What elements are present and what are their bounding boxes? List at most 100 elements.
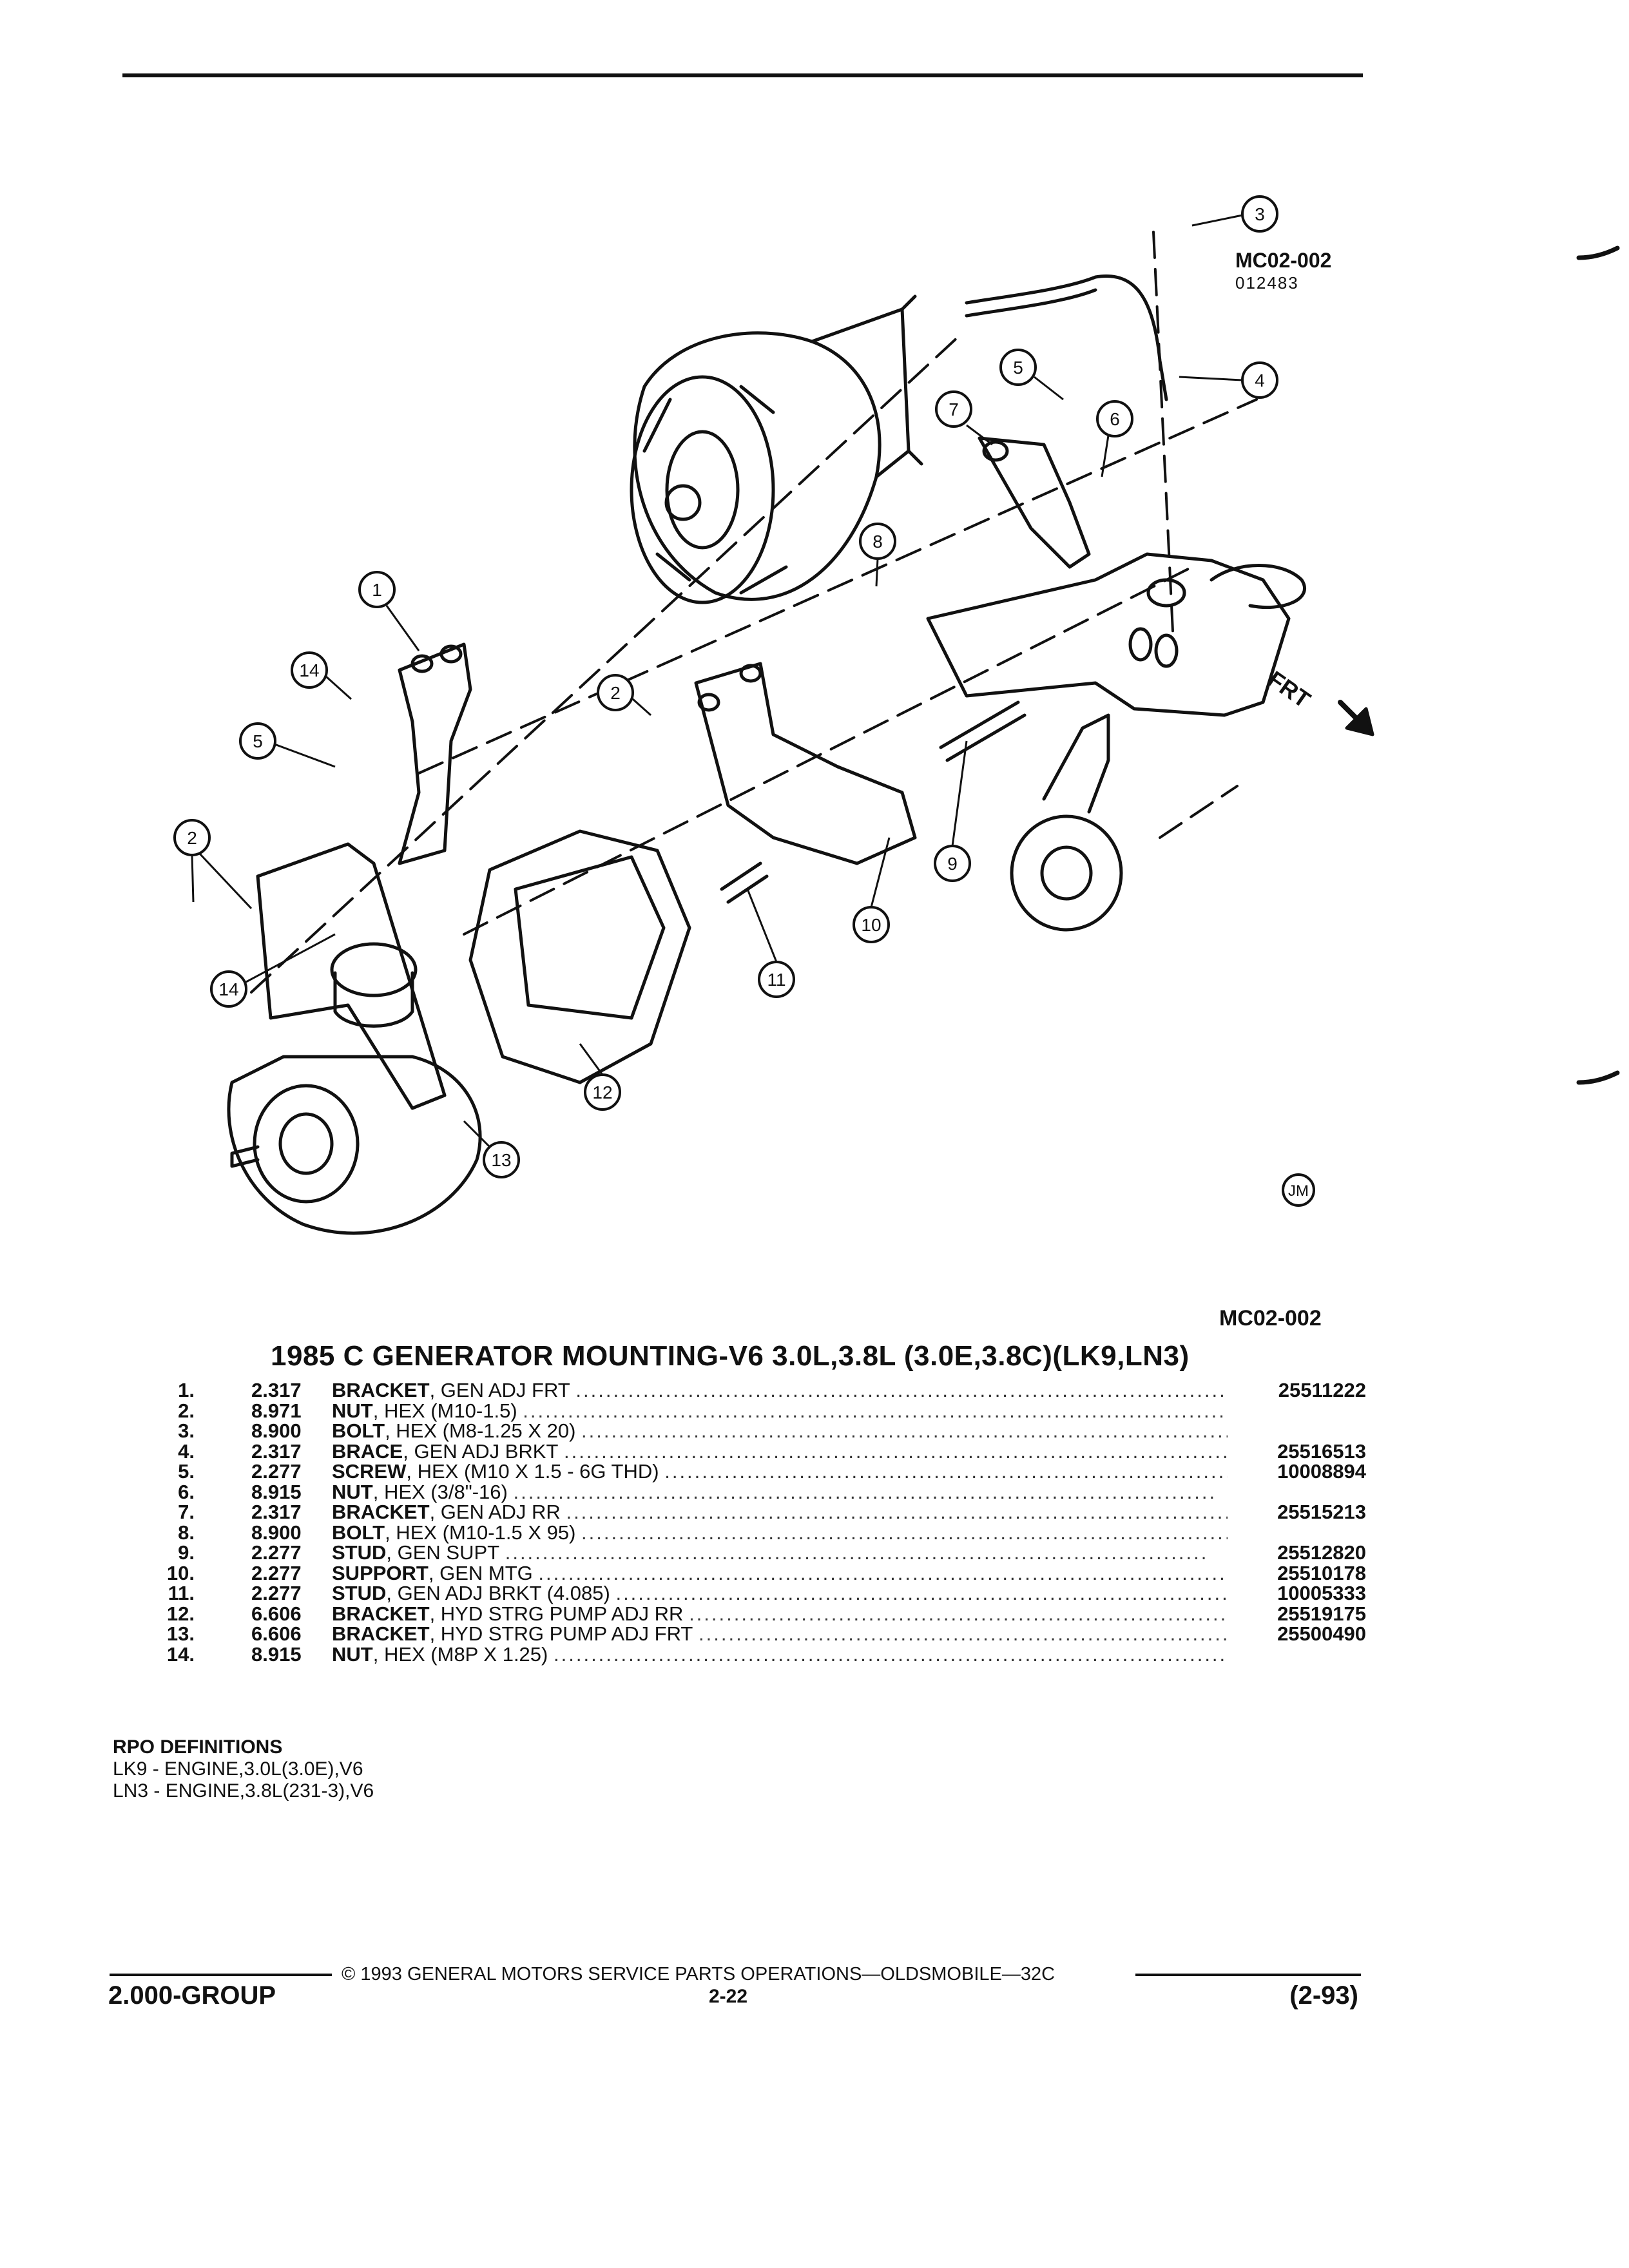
item-description: STUD, GEN SUPT .........................…: [332, 1541, 1209, 1564]
rpo-definitions: RPO DEFINITIONS LK9 - ENGINE,3.0L(3.0E),…: [113, 1736, 374, 1802]
callout-text: 2: [610, 683, 621, 703]
group-number: 2.277: [251, 1541, 302, 1564]
item-number: 1.: [178, 1379, 195, 1401]
item-description: BOLT, HEX (M10-1.5 X 95) ...............…: [332, 1521, 1228, 1544]
part-number: 25519175: [1277, 1602, 1366, 1625]
item-number: 13.: [166, 1622, 195, 1645]
item-detail: , HYD STRG PUMP ADJ RR: [429, 1602, 684, 1625]
item-description: BRACE, GEN ADJ BRKT ....................…: [332, 1439, 1228, 1463]
item-name: STUD: [332, 1582, 387, 1604]
item-detail: , HEX (3/8"-16): [372, 1480, 508, 1503]
callout-14: [291, 651, 328, 689]
parts-row: 4. 2.317 BRACE, GEN ADJ BRKT ...........…: [122, 1439, 1366, 1463]
figure-code: MC02-002: [1219, 1306, 1322, 1331]
part-number: 25500490: [1277, 1622, 1366, 1645]
item-name: BRACE: [332, 1439, 403, 1463]
item-description: NUT, HEX (M10-1.5) .....................…: [332, 1399, 1226, 1422]
parts-row: 8. 8.900 BOLT, HEX (M10-1.5 X 95) ......…: [122, 1521, 1366, 1544]
front-bracket-drawing: [398, 642, 472, 865]
group-number: 2.317: [251, 1379, 302, 1401]
callout-text: 14: [299, 660, 319, 680]
item-description: BRACKET, GEN ADJ FRT ...................…: [332, 1379, 1228, 1401]
item-description: SCREW, HEX (M10 X 1.5 - 6G THD) ........…: [332, 1460, 1228, 1483]
item-description: BOLT, HEX (M8-1.25 X 20) ...............…: [332, 1419, 1228, 1442]
item-name: BRACKET: [332, 1622, 430, 1645]
parts-row: 11. 2.277 STUD, GEN ADJ BRKT (4.085) ...…: [122, 1582, 1366, 1604]
page-number: 2-22: [709, 1986, 748, 2007]
top-rule: [122, 73, 1363, 77]
callout-text: 13: [491, 1150, 511, 1170]
item-number: 6.: [178, 1480, 195, 1503]
part-number: 10005333: [1277, 1582, 1366, 1604]
item-detail: , GEN ADJ FRT: [429, 1379, 570, 1401]
page-title: 1985 C GENERATOR MOUNTING-V6 3.0L,3.8L (…: [271, 1340, 1190, 1372]
part-number: 10008894: [1277, 1460, 1366, 1483]
item-description: NUT, HEX (M8P X 1.25) ..................…: [332, 1642, 1228, 1666]
group-number: 8.900: [251, 1521, 302, 1544]
item-number: 2.: [178, 1399, 195, 1422]
callout-text: 7: [949, 399, 959, 419]
callout-text: 12: [592, 1082, 612, 1102]
callout-6: [1096, 400, 1133, 437]
item-detail: , GEN ADJ BRKT: [403, 1439, 559, 1463]
item-description: NUT, HEX (3/8"-16) .....................…: [332, 1480, 1217, 1503]
group-number: 2.277: [251, 1582, 302, 1604]
callout-text: 11: [767, 970, 786, 990]
item-detail: , GEN ADJ BRKT (4.085): [386, 1582, 610, 1604]
item-name: BRACKET: [332, 1602, 430, 1625]
footer-rule-right: [1135, 1974, 1361, 1976]
item-name: SUPPORT: [332, 1561, 429, 1584]
pump-bracket-rear-drawing: [468, 829, 691, 1084]
group-number: 6.606: [251, 1622, 302, 1645]
item-description: SUPPORT, GEN MTG .......................…: [332, 1561, 1228, 1584]
group-number: 8.971: [251, 1399, 302, 1422]
parts-row: 13. 6.606 BRACKET, HYD STRG PUMP ADJ FRT…: [122, 1622, 1366, 1645]
item-description: BRACKET, HYD STRG PUMP ADJ FRT .........…: [332, 1622, 1228, 1645]
group-number: 2.277: [251, 1561, 302, 1584]
item-number: 9.: [178, 1541, 195, 1564]
callout-text: 4: [1255, 370, 1265, 390]
callout-1: [358, 571, 396, 608]
part-number: 25515213: [1277, 1501, 1366, 1523]
diagram-code: MC02-002: [1235, 249, 1331, 272]
parts-row: 10. 2.277 SUPPORT, GEN MTG .............…: [122, 1561, 1366, 1584]
callout-text: 5: [1013, 358, 1023, 378]
item-name: SCREW: [332, 1460, 407, 1483]
item-name: STUD: [332, 1541, 387, 1564]
item-detail: , HEX (M8P X 1.25): [372, 1642, 548, 1666]
group-number: 8.900: [251, 1419, 302, 1442]
rear-bracket-drawing: [978, 436, 1091, 569]
callout-5: [999, 349, 1037, 386]
item-name: NUT: [332, 1399, 373, 1422]
parts-row: 9. 2.277 STUD, GEN SUPT ................…: [122, 1541, 1366, 1564]
item-name: BOLT: [332, 1419, 385, 1442]
callout-text: 3: [1255, 204, 1265, 224]
jm-mark: [1282, 1173, 1315, 1207]
generator-drawing: [630, 294, 923, 604]
callout-text: 6: [1110, 409, 1120, 429]
part-number: 25511222: [1278, 1379, 1366, 1401]
item-number: 4.: [178, 1439, 195, 1463]
revision-date: (2-93): [1289, 1981, 1358, 2010]
support-drawing: [694, 662, 917, 865]
item-number: 14.: [166, 1642, 195, 1666]
item-number: 8.: [178, 1521, 195, 1544]
callout-3: [1241, 195, 1278, 233]
group-number: 2.317: [251, 1439, 302, 1463]
item-number: 12.: [166, 1602, 195, 1625]
part-number: 25510178: [1277, 1561, 1366, 1584]
callout-text: 10: [861, 915, 881, 935]
parts-row: 1. 2.317 BRACKET, GEN ADJ FRT ..........…: [122, 1379, 1366, 1401]
pulley-drawing: [1010, 814, 1123, 932]
footer-rule-left: [110, 1974, 332, 1976]
parts-row: 12. 6.606 BRACKET, HYD STRG PUMP ADJ RR …: [122, 1602, 1366, 1625]
parts-row: 3. 8.900 BOLT, HEX (M8-1.25 X 20) ......…: [122, 1419, 1366, 1442]
parts-row: 2. 8.971 NUT, HEX (M10-1.5) ............…: [122, 1399, 1366, 1422]
item-number: 10.: [166, 1561, 195, 1584]
callout-text: 9: [947, 854, 958, 874]
callout-text: 1: [372, 580, 382, 600]
item-name: BOLT: [332, 1521, 385, 1544]
item-detail: , GEN MTG: [428, 1561, 533, 1584]
item-description: BRACKET, GEN ADJ RR ....................…: [332, 1501, 1228, 1523]
item-name: NUT: [332, 1480, 373, 1503]
